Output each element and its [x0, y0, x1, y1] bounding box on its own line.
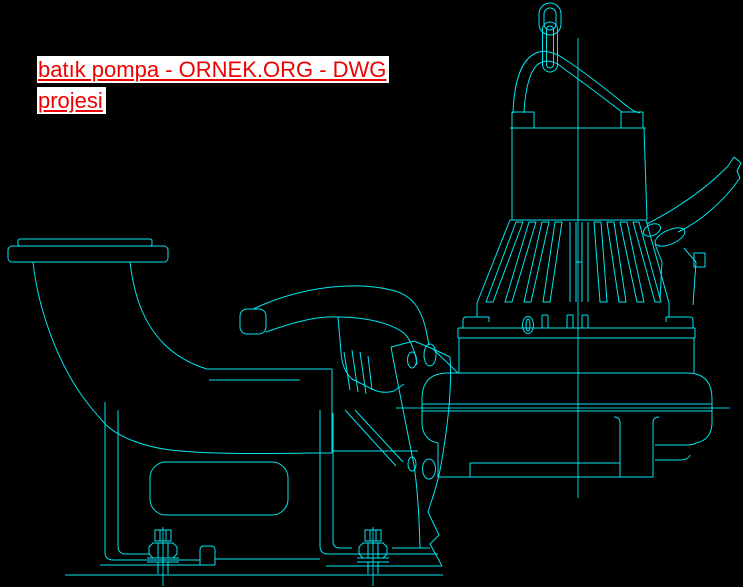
- anchor-bolt: [147, 529, 179, 574]
- bracket-bolt-hole: [407, 456, 417, 472]
- discharge-elbow: [7, 238, 418, 455]
- power-cable: [642, 156, 742, 306]
- stand-cutout: [149, 461, 289, 516]
- hex-nut: [358, 542, 388, 559]
- guide-bracket: [239, 285, 459, 549]
- clamp-band: [457, 314, 696, 373]
- guide-hook-tip: [239, 308, 267, 335]
- drawing-title-link[interactable]: batık pompa - ORNEK.ORG - DWG projesi: [37, 56, 390, 114]
- bracket-bolt-hole: [423, 343, 437, 367]
- inlet-flange: [7, 245, 169, 263]
- bracket-bolt-hole: [422, 458, 436, 480]
- anchor-bolt: [357, 529, 389, 574]
- foot-lip: [199, 545, 216, 565]
- claw-hatch: [343, 349, 373, 395]
- cable-gland: [642, 223, 662, 237]
- break-line: [427, 511, 443, 567]
- centerlines: [162, 38, 730, 586]
- bracket-bolt-hole: [407, 351, 417, 369]
- discharge-foot: [613, 416, 621, 477]
- bracket-strut: [344, 409, 404, 467]
- bracket-plate-top: [390, 340, 451, 358]
- base-stand: [65, 402, 443, 576]
- casing-underside: [437, 443, 620, 478]
- motor-housing: [510, 127, 648, 221]
- hex-nut: [148, 542, 178, 559]
- bracket-plate-right: [427, 356, 452, 513]
- band-bolt: [522, 316, 534, 334]
- cable-break-mark: [727, 156, 742, 179]
- cooling-fins: [476, 219, 670, 317]
- lifting-chain: [538, 2, 562, 73]
- page-title: batık pompa - ORNEK.ORG - DWG projesi: [37, 54, 399, 116]
- bracket-plate-left: [390, 346, 421, 549]
- guide-claw: [337, 316, 405, 393]
- cable-clamp: [654, 227, 686, 247]
- volute-casing: [421, 372, 713, 478]
- flange-top-plate: [17, 238, 153, 247]
